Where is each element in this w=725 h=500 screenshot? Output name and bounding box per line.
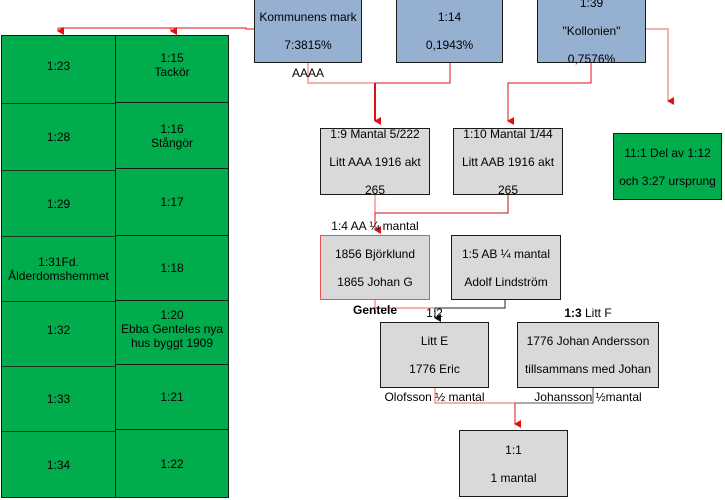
node-1-5-line-2: Adolf Lindström bbox=[464, 274, 548, 289]
edge-139-to-111 bbox=[646, 28, 674, 105]
node-1-3-id: 1:3 bbox=[564, 306, 582, 320]
node-11-1[interactable]: 11:1 Del av 1:12 och 3:27 ursprung bbox=[613, 133, 722, 200]
grid-cell-right[interactable]: 1:18 bbox=[116, 235, 228, 300]
node-1-9-line-3: 265 bbox=[364, 182, 386, 197]
node-1-5[interactable]: 1:5 AB ¼ mantal Adolf Lindström bbox=[451, 235, 561, 300]
grid-cell-left[interactable]: 1:29 bbox=[2, 170, 115, 236]
grid-cell-label: 1:33 bbox=[46, 392, 71, 406]
edge-110-to-merge bbox=[375, 195, 509, 214]
grid-left-column: 1:23 1:28 1:29 1:31Fd. Ålderdomshemmet 1:32 1… bbox=[2, 36, 116, 497]
node-1-2[interactable]: 1:2 Litt E 1776 Eric Olofsson ½ mantal bbox=[380, 306, 489, 404]
node-1-9-line-2: Litt AAA 1916 akt bbox=[329, 154, 421, 169]
grid-cell-right[interactable]: 1:22 bbox=[116, 429, 228, 497]
node-1-2-line-3: 1776 Eric bbox=[409, 362, 460, 376]
node-1-39-line-2: "Kollonien" bbox=[562, 23, 621, 38]
grid-cell-right[interactable]: 1:16 Stångör bbox=[116, 102, 228, 168]
node-1-9-line-1: 1:9 Mantal 5/222 bbox=[330, 126, 420, 141]
grid-cell-label: 1:22 bbox=[160, 456, 184, 471]
node-1-10-line-3: 265 bbox=[497, 182, 519, 197]
grid-right-column: 1:15 Tackör 1:16 Stångör 1:17 1:18 1:20 Ebba… bbox=[116, 36, 228, 497]
node-1-4[interactable]: 1:4 AA ¼ mantal 1856 Björklund 1865 Joha… bbox=[320, 219, 430, 317]
node-1-10[interactable]: 1:10 Mantal 1/44 Litt AAB 1916 akt 265 bbox=[453, 126, 563, 197]
node-1-2-line-1: 1:2 bbox=[426, 306, 443, 320]
grid-cell-label: 1:32 bbox=[46, 323, 71, 337]
node-1-1[interactable]: 1:1 1 mantal bbox=[459, 430, 568, 497]
grid-cell-right[interactable]: 1:21 bbox=[116, 364, 228, 429]
node-1-2-line-2: Litt E bbox=[420, 334, 449, 348]
grid-cell-label: 1:20 Ebba Genteles nya hus byggt 1909 bbox=[120, 307, 224, 350]
grid-cell-label: 1:23 bbox=[46, 58, 71, 73]
node-1-3-line-1: 1:3 Litt F bbox=[525, 306, 651, 320]
node-1-4-line-3: 1865 Johan G bbox=[337, 274, 413, 289]
node-1-2-line-4: Olofsson ½ mantal bbox=[384, 390, 485, 404]
edge-113-to-grid bbox=[58, 27, 254, 30]
node-1-39-line-1: 1:39 bbox=[579, 0, 604, 10]
node-11-1-line-1: 11:1 Del av 1:12 bbox=[624, 145, 711, 160]
grid-cell-label: 1:34 bbox=[46, 457, 71, 472]
node-1-13-line-2: Kommunens mark bbox=[259, 9, 357, 24]
node-1-1-line-1: 1:1 bbox=[505, 442, 522, 457]
edge-12-to-merge bbox=[434, 388, 515, 404]
node-1-3-line-3: tillsammans med Johan bbox=[524, 362, 652, 376]
grid-cell-right[interactable]: 1:17 bbox=[116, 168, 228, 235]
grid-cell-label: 1:15 Tackör bbox=[154, 51, 190, 79]
grid-cell-right[interactable]: 1:20 Ebba Genteles nya hus byggt 1909 bbox=[116, 300, 228, 364]
node-1-4-line-1: 1:4 AA ¼ mantal bbox=[331, 218, 419, 233]
node-1-3-litt: Litt F bbox=[581, 306, 612, 320]
node-1-5-line-1: 1:5 AB ¼ mantal bbox=[461, 246, 551, 261]
node-1-13-line-4: AAAA bbox=[291, 65, 324, 80]
node-1-14[interactable]: 1:14 0,1943% bbox=[396, 0, 503, 63]
grid-cell-label: 1:16 Stångör bbox=[150, 121, 194, 150]
node-1-4-line-2: 1856 Björklund bbox=[334, 246, 416, 261]
grid-cell-right[interactable]: 1:15 Tackör bbox=[116, 36, 228, 102]
node-1-3-line-2: 1776 Johan Andersson bbox=[526, 334, 650, 348]
grid-cell-left[interactable]: 1:31Fd. Ålderdomshemmet bbox=[2, 236, 115, 301]
grid-cell-label: 1:21 bbox=[160, 390, 184, 404]
grid-cell-left[interactable]: 1:23 bbox=[2, 36, 115, 103]
node-1-10-line-1: 1:10 Mantal 1/44 bbox=[463, 126, 553, 141]
node-1-14-line-2: 0,1943% bbox=[425, 37, 474, 52]
grid-cell-label: 1:29 bbox=[46, 196, 71, 211]
grid-cell-label: 1:28 bbox=[46, 130, 71, 144]
grid-cell-left[interactable]: 1:32 bbox=[2, 301, 115, 366]
node-1-39-line-3: 0,7576% bbox=[567, 51, 616, 66]
node-1-10-line-2: Litt AAB 1916 akt bbox=[461, 154, 555, 169]
grid-cell-label: 1:18 bbox=[160, 261, 184, 275]
edge-113-to-merge bbox=[307, 63, 375, 84]
node-1-13-line-3: 7:3815% bbox=[284, 37, 332, 52]
grid-cell-left[interactable]: 1:28 bbox=[2, 103, 115, 170]
grid-cell-left[interactable]: 1:34 bbox=[2, 431, 115, 497]
edge-14-to-merge bbox=[374, 300, 435, 309]
edge-15-to-merge bbox=[435, 299, 506, 309]
node-1-4-line-4: Gentele bbox=[352, 302, 397, 317]
node-1-14-line-1: 1:14 bbox=[437, 9, 462, 24]
grid-cell-label: 1:17 bbox=[160, 195, 184, 209]
edge-114-to-merge bbox=[375, 63, 451, 84]
grid-cell-left[interactable]: 1:33 bbox=[2, 366, 115, 431]
node-1-1-line-2: 1 mantal bbox=[490, 470, 537, 485]
node-1-9[interactable]: 1:9 Mantal 5/222 Litt AAA 1916 akt 265 bbox=[320, 126, 430, 197]
edge-13-to-merge bbox=[515, 388, 594, 404]
grid-cell-label: 1:31Fd. Ålderdomshemmet bbox=[8, 255, 109, 283]
node-1-3[interactable]: 1:3 Litt F 1776 Johan Andersson tillsamm… bbox=[517, 306, 659, 404]
node-1-3-line-4: Johansson ½mantal bbox=[534, 390, 642, 404]
green-grid: 1:23 1:28 1:29 1:31Fd. Ålderdomshemmet 1:32 1… bbox=[1, 35, 229, 498]
edge-139-to-110 bbox=[507, 63, 592, 125]
node-1-13[interactable]: 1:13 Kommunens mark 7:3815% AAAA bbox=[254, 0, 362, 80]
node-1-39[interactable]: 1:39 "Kollonien" 0,7576% bbox=[537, 0, 646, 66]
node-11-1-line-2: och 3:27 ursprung bbox=[619, 173, 716, 188]
